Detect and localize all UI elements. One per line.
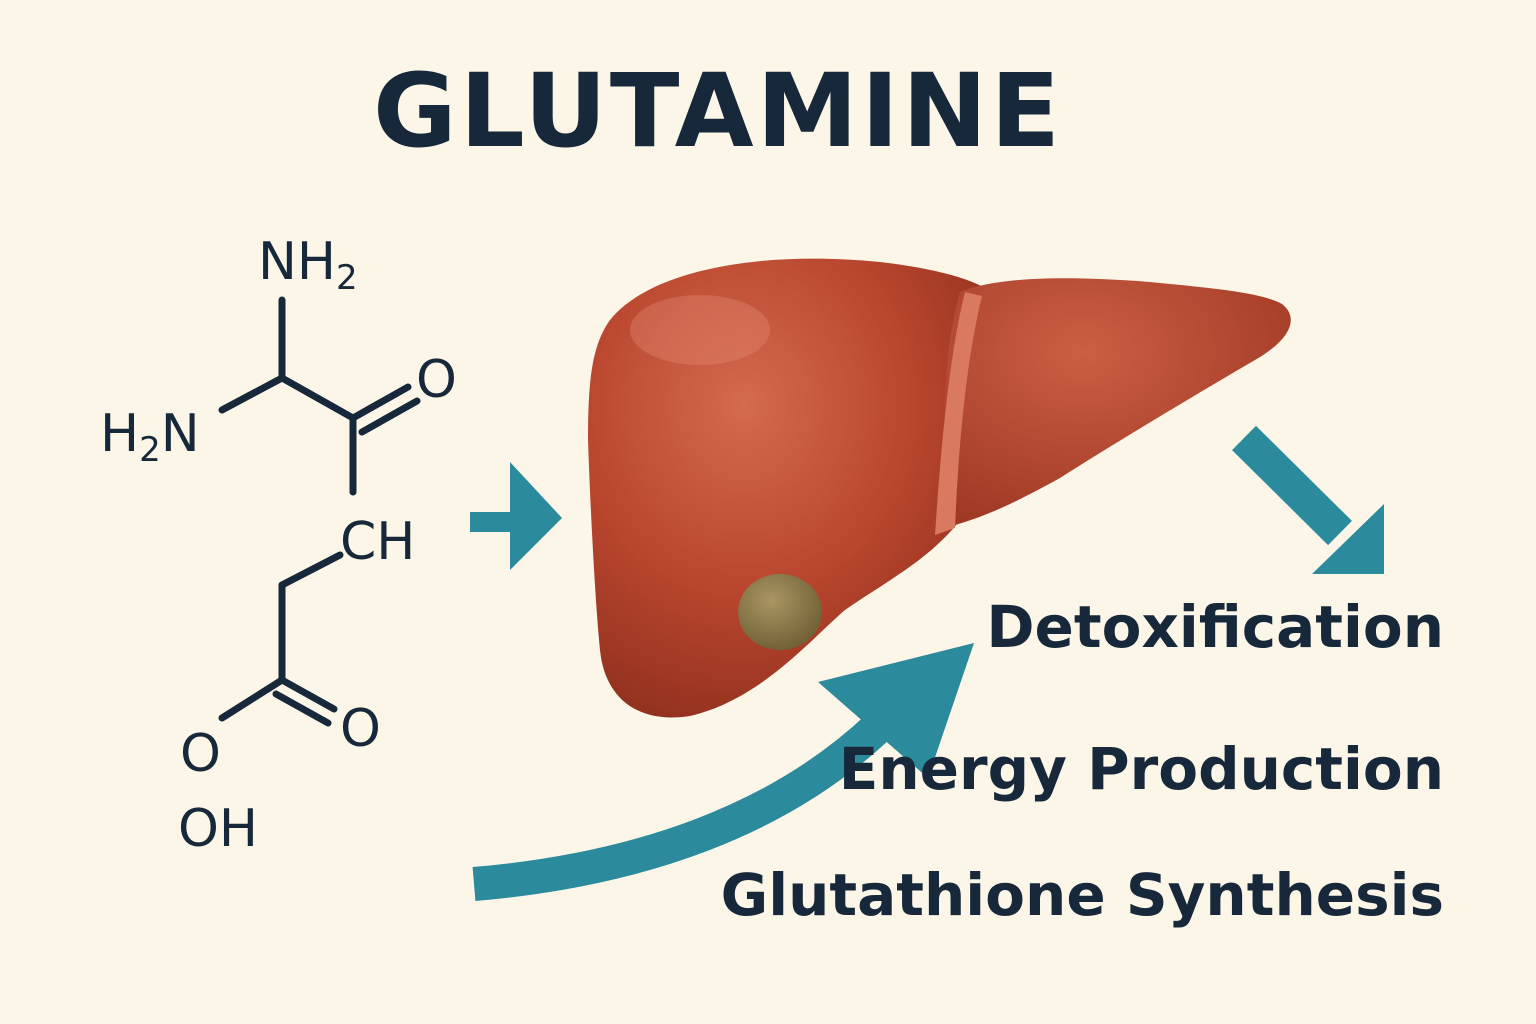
liver-right-lobe: [944, 278, 1291, 525]
function-glutathione-synthesis: Glutathione Synthesis: [720, 861, 1444, 929]
gallbladder: [738, 574, 822, 650]
molecule-bonds: [218, 296, 421, 727]
liver-illustration: [588, 258, 1291, 718]
bond-double-acid-2: [272, 690, 332, 727]
atom-left-amine: H2N: [100, 404, 200, 470]
bond-right: [278, 374, 357, 422]
falciform-ligament: [935, 292, 982, 535]
atom-carbonyl-oxygen: O: [416, 350, 457, 410]
page-title: GLUTAMINE: [373, 52, 1063, 171]
atom-acid-oxygen-left: O: [180, 724, 221, 784]
bond-double-co-1: [349, 383, 412, 422]
arrow-down-right-icon: [1232, 425, 1384, 574]
atom-hydroxyl: OH: [178, 799, 259, 859]
bond-ch-left: [278, 551, 344, 589]
atom-top-amine: NH2: [258, 232, 358, 298]
bond-double-co-2: [358, 397, 421, 436]
liver-highlight: [630, 295, 770, 365]
bond-double-acid-1: [278, 676, 338, 713]
bond-acid-left: [218, 676, 286, 722]
atom-acid-oxygen-right: O: [340, 699, 381, 759]
arrow-right-icon: [470, 462, 562, 570]
curved-arrow-icon: [472, 643, 974, 901]
function-energy-production: Energy Production: [838, 735, 1444, 803]
function-detoxification: Detoxification: [986, 593, 1444, 661]
bond-left: [218, 374, 286, 414]
liver-left-lobe: [588, 258, 1000, 718]
atom-ch-group: CH: [340, 512, 416, 572]
